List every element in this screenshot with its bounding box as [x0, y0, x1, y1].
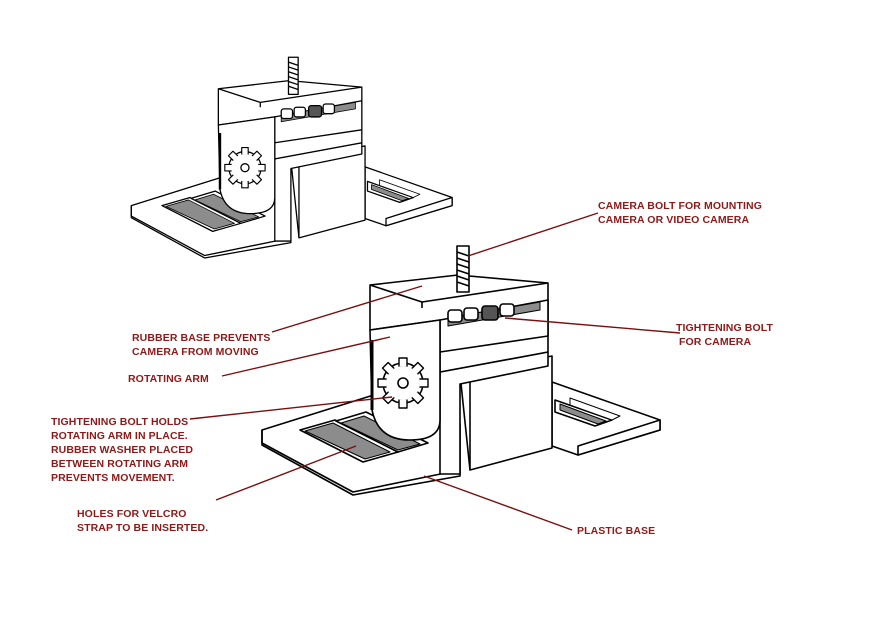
mount-drawing-small	[130, 56, 454, 260]
label-velcro-holes: HOLES FOR VELCRO STRAP TO BE INSERTED.	[77, 507, 208, 535]
label-line: TIGHTENING BOLT	[676, 322, 773, 334]
label-line: TIGHTENING BOLT HOLDS	[51, 416, 189, 428]
leader-camera-bolt	[467, 212, 599, 257]
label-line: HOLES FOR VELCRO	[77, 508, 187, 520]
label-line: PREVENTS MOVEMENT.	[51, 472, 175, 484]
leader-tightening-bolt-arm	[189, 396, 393, 420]
label-line: CAMERA OR VIDEO CAMERA	[598, 214, 750, 226]
leader-tightening-bolt-camera	[504, 317, 681, 334]
label-line: CAMERA BOLT FOR MOUNTING	[598, 200, 762, 212]
label-rubber-base: RUBBER BASE PREVENTS CAMERA FROM MOVING	[132, 331, 271, 359]
label-plastic-base: PLASTIC BASE	[577, 524, 655, 538]
label-line: RUBBER WASHER PLACED	[51, 444, 194, 456]
label-line: PLASTIC BASE	[577, 525, 656, 537]
label-tightening-bolt-camera: TIGHTENING BOLT FOR CAMERA	[676, 321, 773, 349]
leader-rotating-arm	[221, 336, 391, 377]
label-line: RUBBER BASE PREVENTS	[132, 332, 271, 344]
label-tightening-bolt-arm: TIGHTENING BOLT HOLDS ROTATING ARM IN PL…	[51, 415, 193, 485]
leader-lines	[189, 212, 681, 531]
label-rotating-arm: ROTATING ARM	[128, 372, 209, 386]
label-line: FOR CAMERA	[679, 336, 752, 348]
leader-velcro-holes	[215, 445, 357, 501]
label-line: ROTATING ARM	[128, 373, 209, 385]
mount-drawing-large	[260, 244, 662, 497]
leader-rubber-base	[271, 285, 423, 333]
label-camera-bolt: CAMERA BOLT FOR MOUNTING CAMERA OR VIDEO…	[598, 199, 762, 227]
label-line: CAMERA FROM MOVING	[132, 346, 259, 358]
leader-plastic-base	[423, 475, 573, 531]
label-line: STRAP TO BE INSERTED.	[77, 522, 209, 534]
label-line: ROTATING ARM IN PLACE.	[51, 430, 188, 442]
label-line: BETWEEN ROTATING ARM	[51, 458, 189, 470]
